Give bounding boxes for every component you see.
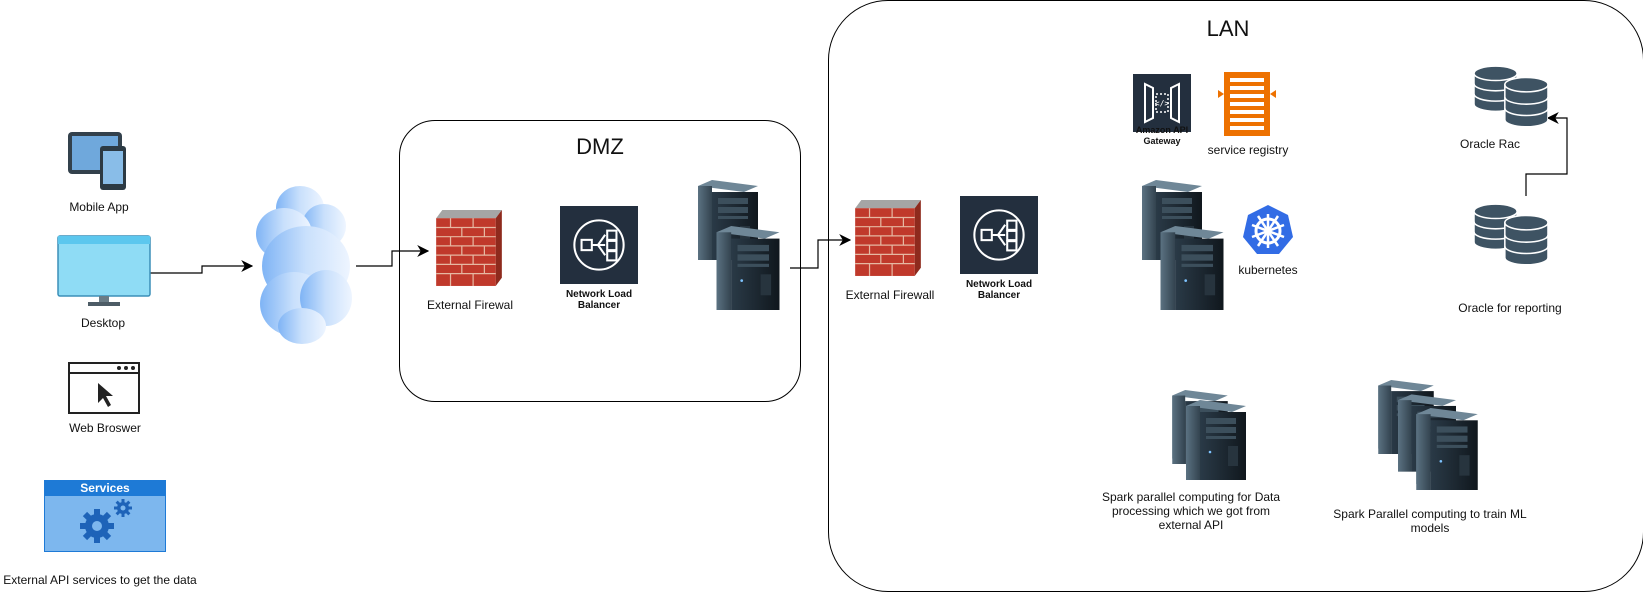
lan-title: LAN xyxy=(1206,16,1250,41)
dmz-load-balancer-label: Network Load Balancer xyxy=(565,289,633,311)
dmz-firewall-icon xyxy=(436,210,502,287)
web-browser-icon xyxy=(68,362,140,414)
service-registry-icon xyxy=(1218,72,1276,136)
internet-cloud-icon xyxy=(256,186,352,344)
api-gateway-label: Amazon API Gateway xyxy=(1135,125,1189,146)
connector-reporting-to-rac xyxy=(1525,112,1568,196)
desktop-monitor-icon xyxy=(57,235,151,306)
spark-ml-label: Spark Parallel computing to train ML mod… xyxy=(1333,507,1527,535)
dmz-zone xyxy=(399,120,801,402)
lan-load-balancer-label: Network Load Balancer xyxy=(965,279,1033,301)
dmz-server-tower-front-icon xyxy=(716,226,780,310)
lan-load-balancer-icon xyxy=(960,196,1038,274)
spark-data-label: Spark parallel computing for Data proces… xyxy=(1101,490,1281,532)
connector-desktop-to-cloud xyxy=(150,260,254,274)
lan-firewall-label: External Firewall xyxy=(845,288,935,302)
svg-text:</>: </> xyxy=(1155,99,1170,108)
external-api-label: External API services to get the data xyxy=(3,573,197,587)
mobile-app-label: Mobile App xyxy=(69,200,129,214)
services-panel: Services xyxy=(44,480,166,552)
connector-server-to-lan-firewall xyxy=(790,234,852,269)
dmz-load-balancer-icon xyxy=(560,206,638,284)
gears-icon xyxy=(80,499,132,543)
kubernetes-icon xyxy=(1243,205,1293,254)
spark-data-server-front-icon xyxy=(1186,400,1246,480)
spark-ml-server-3-icon xyxy=(1416,408,1478,490)
tablet-phone-icon xyxy=(68,132,126,190)
kubernetes-label: kubernetes xyxy=(1238,263,1298,277)
oracle-rac-label: Oracle Rac xyxy=(1459,137,1521,151)
oracle-rac-database-icon xyxy=(1474,66,1548,128)
lan-server-tower-front-icon xyxy=(1160,226,1224,310)
oracle-reporting-database-icon xyxy=(1474,204,1548,266)
connector-cloud-to-firewall xyxy=(356,245,430,267)
services-badge: Services xyxy=(45,481,165,496)
desktop-label: Desktop xyxy=(80,316,126,330)
oracle-reporting-label: Oracle for reporting xyxy=(1458,301,1562,315)
service-registry-label: service registry xyxy=(1207,143,1289,157)
lan-firewall-icon xyxy=(855,200,921,277)
dmz-firewall-label: External Firewal xyxy=(426,298,514,312)
web-browser-label: Web Broswer xyxy=(69,421,141,435)
api-gateway-icon: </> xyxy=(1133,74,1191,132)
dmz-title: DMZ xyxy=(576,134,624,159)
